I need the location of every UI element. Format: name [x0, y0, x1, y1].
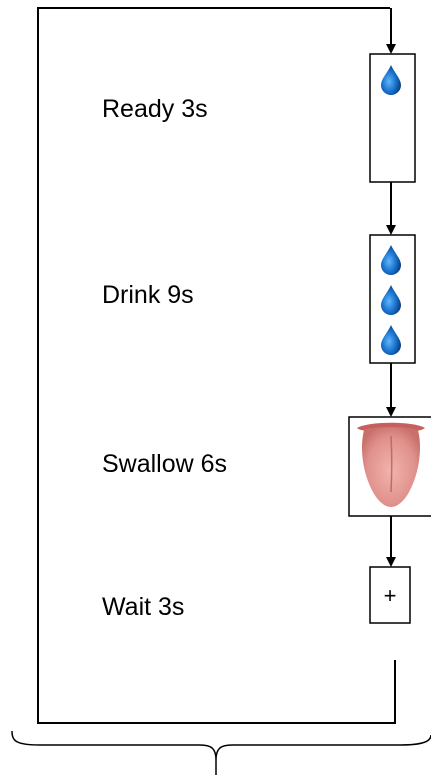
water-drop-icon: [381, 65, 401, 95]
water-drop-icon: [381, 285, 401, 315]
bottom-brace: [11, 730, 431, 775]
tongue-image: [357, 422, 425, 507]
step-label-drink: Drink 9s: [102, 281, 194, 309]
wait-stimulus-box: [369, 566, 411, 624]
step-label-ready: Ready 3s: [102, 95, 208, 123]
step-label-swallow: Swallow 6s: [102, 450, 228, 478]
fixation-cross: +: [384, 583, 397, 608]
water-drop-icon: [381, 245, 401, 275]
step-label-wait: Wait 3s: [102, 593, 185, 621]
loop-line: [37, 7, 396, 724]
water-drop-icon: [381, 325, 401, 355]
